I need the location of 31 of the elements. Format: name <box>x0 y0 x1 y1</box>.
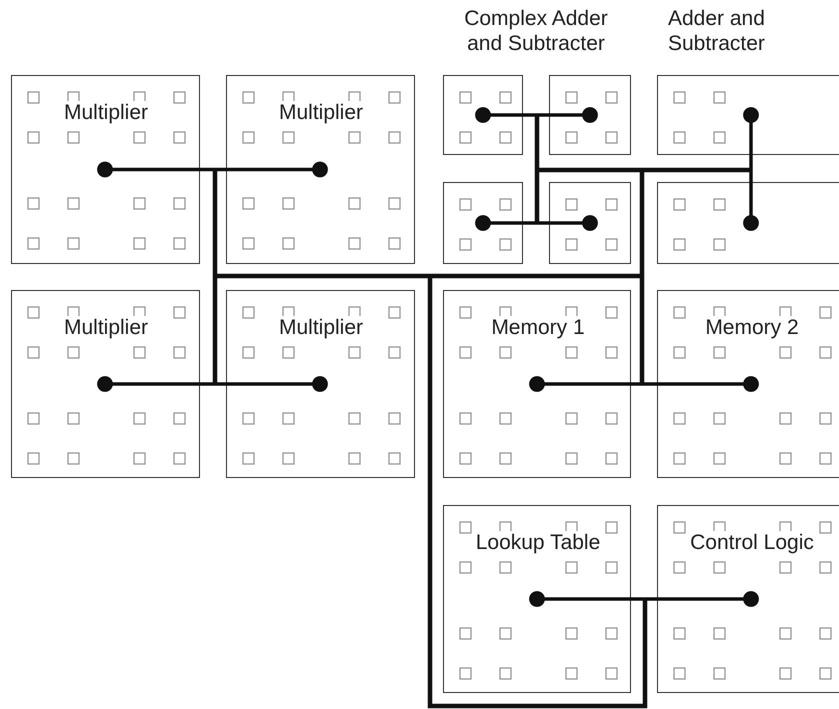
block-box <box>11 290 200 478</box>
sub-block-box <box>443 182 523 264</box>
block-label: Lookup Table <box>474 531 602 554</box>
connection-line <box>529 591 759 607</box>
block-label: Memory 2 <box>704 316 800 339</box>
connection-line <box>475 215 598 231</box>
block-label: Memory 1 <box>490 316 586 339</box>
block-box <box>657 505 839 693</box>
block-label: Control Logic <box>689 531 815 554</box>
connection-line <box>743 107 759 231</box>
block-box <box>443 505 631 693</box>
group-label: Adder and Subtracter <box>668 6 766 56</box>
block-label: Multiplier <box>62 316 150 339</box>
block-label: Multiplier <box>278 101 364 124</box>
sub-block-box <box>657 182 839 264</box>
block-box <box>226 290 415 478</box>
block-label: Multiplier <box>278 316 364 339</box>
block-box <box>226 75 415 264</box>
sub-block-box <box>443 75 523 155</box>
group-label: Complex Adder and Subtracter <box>463 6 609 56</box>
sub-block-box <box>549 182 631 264</box>
block-box <box>657 290 839 478</box>
connection-line <box>475 107 598 123</box>
sub-block-box <box>657 75 839 155</box>
block-label: Multiplier <box>62 101 150 124</box>
connection-line <box>97 376 328 392</box>
connection-line <box>529 376 759 392</box>
connection-line <box>97 162 328 178</box>
block-box <box>11 75 200 264</box>
block-box <box>443 290 631 478</box>
sub-block-box <box>549 75 631 155</box>
